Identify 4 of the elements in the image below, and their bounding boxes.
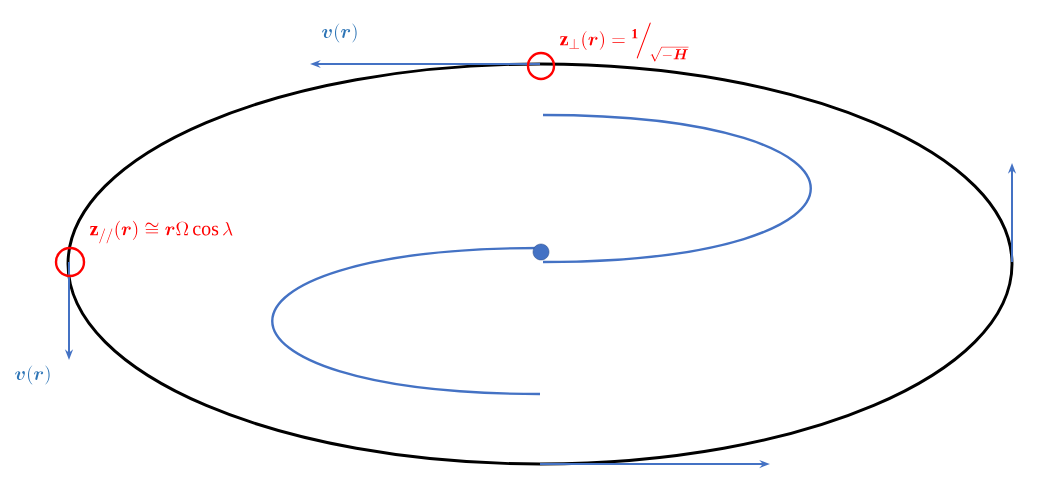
- formula-label: $\mathbf{z}_{//}(\boldsymbol{r}) \cong \boldsymbol{r}\Omega\cos\lambda$: [90, 220, 233, 244]
- formula-label: $\boldsymbol{v}(\boldsymbol{r})$: [15, 365, 50, 385]
- formula-label: $\boldsymbol{v}(\boldsymbol{r})$: [322, 23, 357, 43]
- formula-label: $\mathbf{z}_{\perp}(\boldsymbol{r}) = {}^{\mathbf{1}}\!\Big/_{\!\sqrt{-\boldsymbol{H}}}$: [560, 22, 689, 62]
